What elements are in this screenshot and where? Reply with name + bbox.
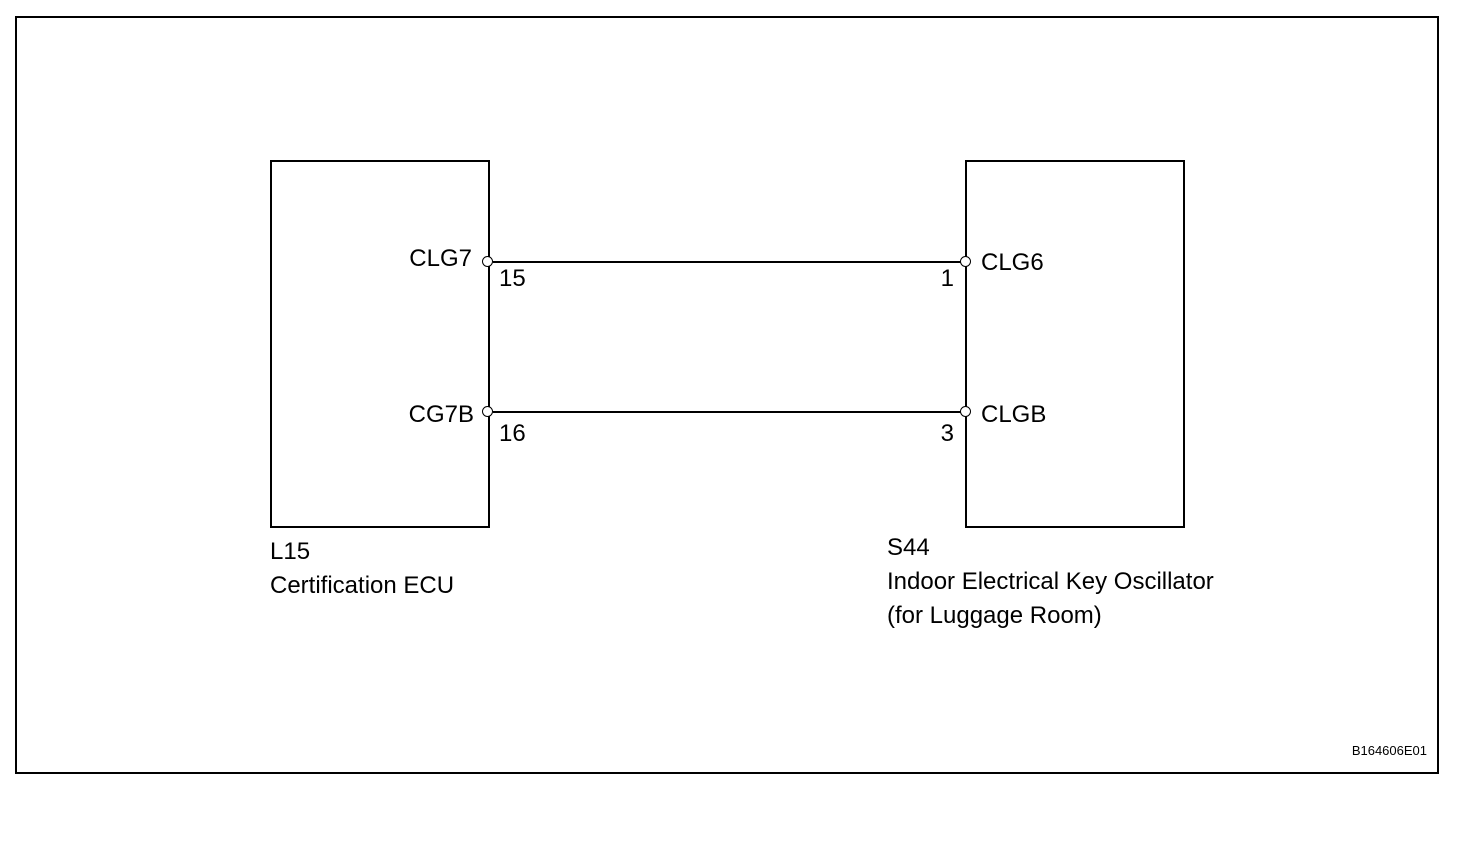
- left-component-id: L15: [270, 538, 311, 565]
- terminal-right-1: [960, 256, 971, 267]
- pin-number-1: 1: [940, 265, 954, 292]
- diagram-frame: [15, 16, 1439, 774]
- right-component-name-line2: (for Luggage Room): [887, 602, 1102, 629]
- pin-name-cg7b: CG7B: [408, 401, 474, 428]
- terminal-right-3: [960, 406, 971, 417]
- wire-clg7-clg6: [493, 261, 963, 263]
- right-component-caption: S44 Indoor Electrical Key Oscillator (fo…: [887, 531, 1214, 633]
- key-oscillator-box: [965, 160, 1185, 528]
- pin-number-3: 3: [940, 420, 954, 447]
- pin-name-clg6: CLG6: [981, 249, 1044, 276]
- wire-cg7b-clgb: [493, 411, 963, 413]
- pin-number-15: 15: [499, 265, 526, 292]
- pin-name-clg7: CLG7: [409, 245, 472, 272]
- terminal-left-16: [482, 406, 493, 417]
- left-component-name: Certification ECU: [270, 572, 455, 599]
- figure-reference: B164606E01: [1351, 743, 1427, 758]
- right-component-id: S44: [887, 534, 930, 561]
- right-component-name-line1: Indoor Electrical Key Oscillator: [887, 568, 1214, 595]
- pin-name-clgb: CLGB: [981, 401, 1047, 428]
- terminal-left-15: [482, 256, 493, 267]
- pin-number-16: 16: [499, 420, 526, 447]
- certification-ecu-box: [270, 160, 490, 528]
- left-component-caption: L15 Certification ECU: [270, 535, 454, 603]
